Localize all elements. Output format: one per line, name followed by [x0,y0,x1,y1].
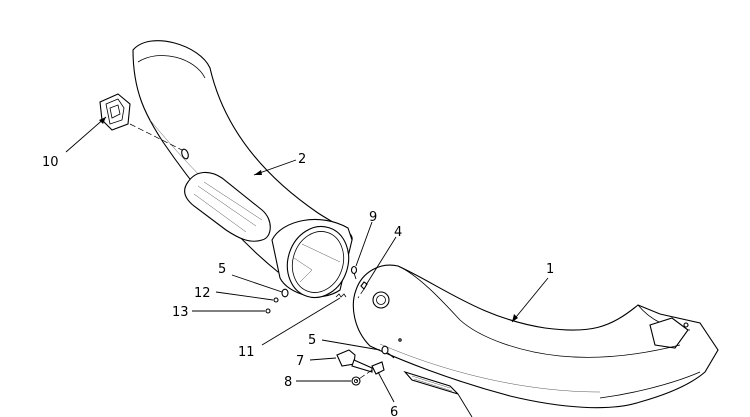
callout-4: 4 [394,225,402,240]
callout-labels: 1 2 4 5 5 6 7 8 9 10 11 12 13 [42,152,554,417]
callout-13: 13 [172,305,189,320]
callout-8: 8 [284,375,292,390]
callout-7: 7 [296,354,304,369]
callout-10: 10 [42,155,59,170]
callout-2: 2 [298,152,306,167]
callout-1: 1 [546,262,554,277]
callout-6: 6 [390,405,398,417]
callout-11: 11 [238,345,255,360]
upper-tube-part [132,40,353,299]
callout-12: 12 [194,286,211,301]
lower-tube-part [352,264,719,409]
callout-5-upper: 5 [218,262,226,277]
callout-5-lower: 5 [308,333,316,348]
leader-lines [65,116,549,417]
callout-9: 9 [369,210,377,225]
hardware-parts [265,265,395,386]
